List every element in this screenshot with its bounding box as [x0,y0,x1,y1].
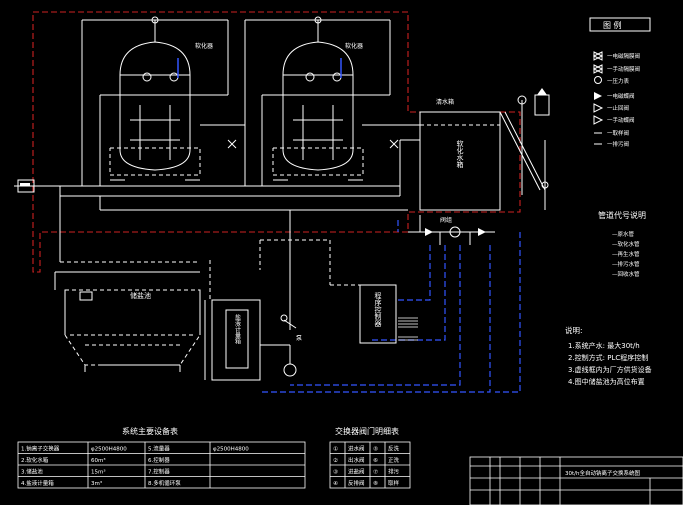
legend-title: 图 例 [603,20,622,30]
brine-pit-label: 储盐池 [130,291,151,300]
notes-title: 说明: [565,325,583,335]
equipment-cell: 3m³ [91,480,102,487]
softener-b-label: 软化器 [345,42,363,50]
equipment-cell: 60m³ [91,457,106,464]
equipment-cell: 3.储盐池 [21,468,43,476]
soft-water-pipe-3 [290,245,461,386]
supply-boundary [32,11,521,273]
valve-cell: 出水阀 [348,456,365,464]
note-item: 4.图中储盐池为高位布置 [568,377,645,386]
legend-item: 一手动蝶阀 [607,116,635,124]
note-item: 1.系统产水: 最大30t/h [568,341,640,350]
equipment-cell: 5.流量器 [148,445,170,453]
valve-cell: ⑥ [373,458,378,464]
tank-top-label: 清水箱 [436,98,454,106]
salt-tank-label: 盐液计量箱 [234,313,241,345]
legend-item: 一止回阀 [607,104,629,112]
title-block [469,456,683,505]
valve-cell: ② [333,457,338,464]
title-block-project: 30t/h全自动钠离子交换系统图 [565,469,640,477]
equipment-cell: 6.控制器 [148,456,170,464]
valve-table-title: 交换器阀门明细表 [335,426,399,436]
legend-item: 一压力表 [607,77,630,85]
pump-symbol [280,314,297,377]
legend [589,17,651,145]
equipment-table-grid [17,441,306,489]
pipe-codes-title: 管道代号说明 [598,210,646,220]
soft-water-pipe-5 [495,232,521,393]
legend-symbols [592,51,604,145]
valve-cell: ⑦ [373,469,378,476]
legend-item: 一手动隔膜阀 [607,65,640,73]
valve-cell: ⑤ [373,447,378,453]
valve-cell: 进盐阀 [348,468,365,476]
equipment-cell: 2.软化水箱 [21,456,49,464]
soft-water-pipe-4 [260,245,491,393]
valve-cell: ⑧ [373,481,378,487]
pipe-code-item: —软化水管 [612,240,640,248]
equipment-table-title: 系统主要设备表 [122,426,178,436]
softener-a-label: 软化器 [195,42,213,50]
legend-item: 一电磁蝶阀 [607,92,635,100]
valve-cell: 排污 [388,468,400,476]
valve-cell: ③ [333,470,338,476]
valve-cell: ④ [333,481,338,487]
equipment-cell: 1.钠离子交换器 [21,445,60,453]
valve-cell: ① [333,447,338,453]
equipment-cell: 7.控制器 [148,468,170,476]
legend-item: 一电磁隔膜阀 [607,52,640,60]
soft-water-tank [419,111,501,211]
valve-group [408,215,495,245]
legend-item: 一排污阀 [607,140,629,148]
legend-item: 一取样阀 [607,129,629,137]
controller-terminal [398,317,418,341]
valve-group-label: 阀组 [440,216,452,224]
note-item: 2.控制方式: PLC程序控制 [568,353,648,362]
pump-label: 泵 [296,335,302,342]
pipe-code-item: —原水管 [612,230,635,238]
valve-cell: 正洗 [388,456,400,464]
equipment-cell: 4.盐液计量箱 [21,479,54,487]
brine-pit [54,271,201,372]
softener-vessel-b [244,16,391,186]
pipe-code-item: —回收水管 [612,270,640,278]
pipe-code-item: —再生水管 [612,250,640,258]
equipment-cell: φ2500H4800 [91,447,127,453]
equipment-cell: 8.多机循环泵 [148,479,181,487]
equipment-cell: 15m³ [91,469,106,476]
level-instrument [499,88,550,210]
valve-table-grid [329,441,411,489]
note-item: 3.虚线框内为厂方供货设备 [568,365,652,374]
valve-cell: 取样 [388,479,400,487]
equipment-cell: φ2500H4800 [213,447,249,453]
valve-cell: 反洗 [388,445,400,453]
valve-cell: 反排阀 [348,479,365,487]
soft-water-pipe-2 [372,245,446,341]
valve-cell: 进水阀 [348,445,365,453]
controller-label: 程序控制器 [374,291,382,328]
program-controller [359,284,397,344]
softener-vessel-a [81,16,229,186]
pipe-code-item: —排污水管 [612,260,640,268]
soft-water-pipe-1 [398,245,431,301]
soft-water-tank-label: 软化水箱 [456,139,464,169]
